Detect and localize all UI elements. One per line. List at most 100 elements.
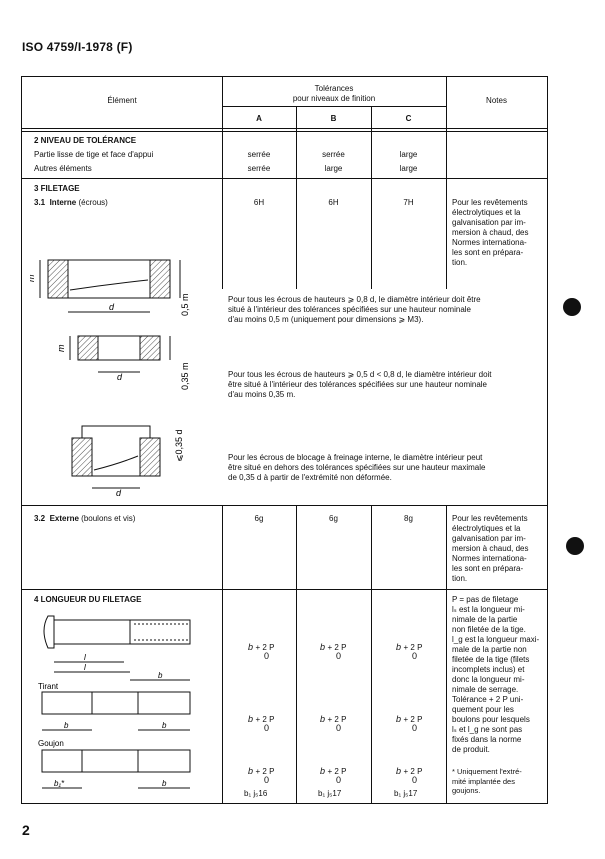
tol-minus: 0: [412, 723, 418, 733]
paragraph-line: être situé à l'intérieur des tolérances …: [228, 380, 488, 389]
column-header-tolerances: Tolérances: [314, 84, 354, 93]
note-line: Tolérance + 2 P uni-: [452, 695, 524, 704]
paragraph-nut-height-05d: Pour tous les écrous de hauteurs ⩾ 0,5 d…: [228, 370, 546, 400]
note-line: mersion à chaud, des: [452, 228, 529, 237]
note-line: Pour les revêtements: [452, 198, 528, 207]
note-coatings: Pour les revêtements électrolytiques et …: [452, 514, 529, 584]
tol-minus: 0: [412, 651, 418, 661]
label-m: m: [56, 344, 66, 352]
note-line: les sont en prépara-: [452, 248, 524, 257]
tol-minus: 0: [412, 775, 418, 785]
label-tirant: Tirant: [38, 682, 59, 691]
cell-value: 6H: [328, 198, 339, 207]
note-line: mersion à chaud, des: [452, 544, 529, 553]
tol-minus: 0: [336, 651, 342, 661]
label-ls: l: [84, 653, 86, 662]
nut-drawing-1: [39, 259, 181, 313]
tol-plus: + 2 P: [403, 767, 423, 776]
note-line: quement pour les: [452, 705, 514, 714]
footnote-line: * Uniquement l'extré-: [452, 767, 522, 776]
note-line: male de la partie non: [452, 645, 527, 654]
note-line: les sont en prépara-: [452, 564, 524, 573]
footnote: * Uniquement l'extré- mité implantée des…: [452, 767, 546, 796]
section-3-title: 3 FILETAGE: [34, 184, 80, 193]
tol-base: b: [320, 642, 326, 652]
subsection-bold: Interne: [49, 198, 77, 207]
cell-value: large: [399, 150, 418, 159]
note-line: lₛ est la longueur mi-: [452, 605, 525, 614]
tol-plus: + 2 P: [327, 715, 347, 724]
label-m: m: [30, 274, 36, 282]
paragraph-locking-nuts: Pour les écrous de blocage à freinage in…: [228, 453, 546, 483]
column-header-element: Élément: [107, 96, 137, 105]
tol-plus: + 2 P: [327, 767, 347, 776]
cell-value: 7H: [403, 198, 414, 207]
subsection-number: 3.2: [34, 514, 46, 523]
note-line: tion.: [452, 574, 468, 583]
tol-minus: 0: [264, 651, 270, 661]
thread-length-notes: P = pas de filetage lₛ est la longueur m…: [452, 595, 546, 755]
note-line: Pour les revêtements: [452, 514, 528, 523]
note-line: électrolytiques et la: [452, 524, 521, 533]
stud-tolerance: b₁ j₅17: [394, 789, 418, 798]
note-line: fixés dans la norme: [452, 735, 522, 744]
cell-value: serrée: [247, 164, 271, 173]
cell-value: 6H: [253, 198, 265, 207]
tol-minus: 0: [264, 775, 270, 785]
note-line: tion.: [452, 258, 468, 267]
note-coatings: Pour les revêtements électrolytiques et …: [452, 198, 529, 268]
cell-value: large: [324, 164, 343, 173]
note-line: de produit.: [452, 745, 490, 754]
tol-plus: + 2 P: [403, 715, 423, 724]
tol-base: b: [396, 766, 402, 776]
subsection-3-2-title: 3.2 Externe (boulons et vis): [34, 514, 135, 524]
column-header-b: B: [330, 114, 337, 123]
tol-plus: + 2 P: [255, 643, 275, 652]
subsection-3-1-title: 3.1 Interne (écrous): [34, 198, 108, 208]
column-header-tolerances-sub: pour niveaux de finition: [292, 94, 376, 103]
nut-drawing-2: [69, 335, 171, 373]
note-line: galvanisation par im-: [452, 218, 526, 227]
tol-minus: 0: [336, 723, 342, 733]
note-line: boulons pour lesquels: [452, 715, 530, 724]
footnote-line: mité implantée des: [452, 776, 515, 786]
tol-base: b: [396, 714, 402, 724]
note-line: incomplets inclus) et: [452, 665, 525, 674]
note-line: nimale de serrage.: [452, 685, 519, 694]
note-line: donc la longueur mi-: [452, 675, 525, 684]
label-d: d: [116, 488, 122, 498]
cell-value: large: [399, 164, 418, 173]
paragraph-line: situé à l'intérieur des tolérances spéci…: [228, 305, 471, 314]
stud-tolerance: b₁ j₅16: [244, 789, 268, 798]
tol-plus: + 2 P: [255, 767, 275, 776]
section-2-title: 2 NIVEAU DE TOLÉRANCE: [34, 136, 137, 145]
note-line: Normes internationa-: [452, 238, 527, 247]
cell-value: 6g: [329, 514, 338, 523]
label-05m: 0,5 m: [180, 293, 190, 316]
note-line: galvanisation par im-: [452, 534, 526, 543]
label-b1: b₁*: [54, 779, 65, 788]
cell-value: serrée: [247, 150, 271, 159]
tol-base: b: [248, 642, 254, 652]
column-header-a: A: [256, 114, 262, 123]
label-d: d: [109, 302, 115, 312]
subsection-number: 3.1: [34, 198, 46, 207]
label-b: b: [162, 779, 167, 788]
note-line: lₛ et l_g ne sont pas: [452, 725, 523, 734]
nut-section-drawings: m d 0,5 m m d 0,35 m d ⩽0,35 d: [30, 259, 190, 498]
label-lg: l: [84, 663, 86, 672]
paragraph-nut-height-08d: Pour tous les écrous de hauteurs ⩾ 0,8 d…: [228, 295, 546, 325]
subsection-rest: (écrous): [78, 198, 108, 207]
tol-plus: + 2 P: [255, 715, 275, 724]
binding-hole-mark: [566, 537, 584, 555]
note-line: Normes internationa-: [452, 554, 527, 563]
note-line: l_g est la longueur maxi-: [452, 635, 540, 644]
cell-value: serrée: [322, 150, 345, 159]
note-line: non filetée de la tige.: [452, 625, 526, 634]
